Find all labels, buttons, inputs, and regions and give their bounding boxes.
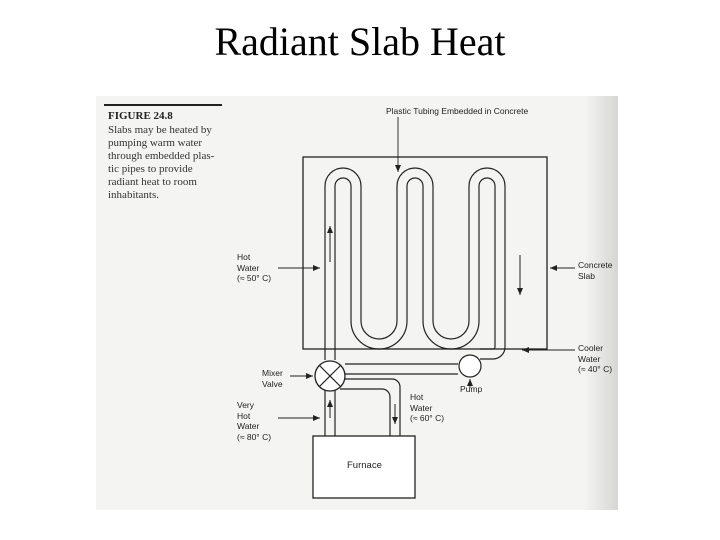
page-edge-shadow bbox=[584, 96, 618, 510]
mixer-valve-label: Mixer Valve bbox=[262, 368, 283, 389]
caption-line: tic pipes to provide bbox=[108, 163, 193, 175]
caption-line: inhabitants. bbox=[108, 189, 160, 201]
very-hot-water-pipe bbox=[324, 390, 336, 436]
figure-caption: Slabs may be heated by pumping warm wate… bbox=[108, 124, 228, 202]
scanned-figure-page: FIGURE 24.8 Slabs may be heated by pumpi… bbox=[96, 96, 618, 510]
leader-arrows bbox=[278, 117, 575, 421]
figure-rule bbox=[104, 104, 222, 106]
cooler-water-label: Cooler Water (≈ 40° C) bbox=[578, 343, 613, 374]
pump-label: Pump bbox=[460, 384, 483, 394]
hot-water-in-label: Hot Water (≈ 50° C) bbox=[237, 252, 272, 283]
flow-arrows bbox=[327, 226, 523, 424]
very-hot-water-label: Very Hot Water (≈ 80° C) bbox=[237, 400, 272, 442]
concrete-slab bbox=[302, 156, 548, 350]
furnace bbox=[312, 435, 416, 499]
mixer-valve bbox=[314, 360, 346, 392]
furnace-label: Furnace bbox=[347, 460, 382, 471]
pump bbox=[458, 354, 482, 378]
caption-line: pumping warm water bbox=[108, 137, 203, 149]
embedded-tubing bbox=[324, 167, 506, 360]
slide-title: Radiant Slab Heat bbox=[214, 19, 506, 64]
tubing-label: Plastic Tubing Embedded in Concrete bbox=[386, 106, 529, 116]
caption-line: radiant heat to room bbox=[108, 176, 197, 188]
concrete-slab-label: Concrete Slab bbox=[578, 260, 613, 281]
caption-line: through embedded plas- bbox=[108, 150, 215, 162]
hot-water-return-label: Hot Water (≈ 60° C) bbox=[410, 392, 445, 423]
return-pipe bbox=[345, 363, 458, 375]
caption-line: Slabs may be heated by bbox=[108, 124, 212, 136]
furnace-return-pipe bbox=[340, 378, 401, 436]
figure-number: FIGURE 24.8 bbox=[108, 110, 173, 122]
